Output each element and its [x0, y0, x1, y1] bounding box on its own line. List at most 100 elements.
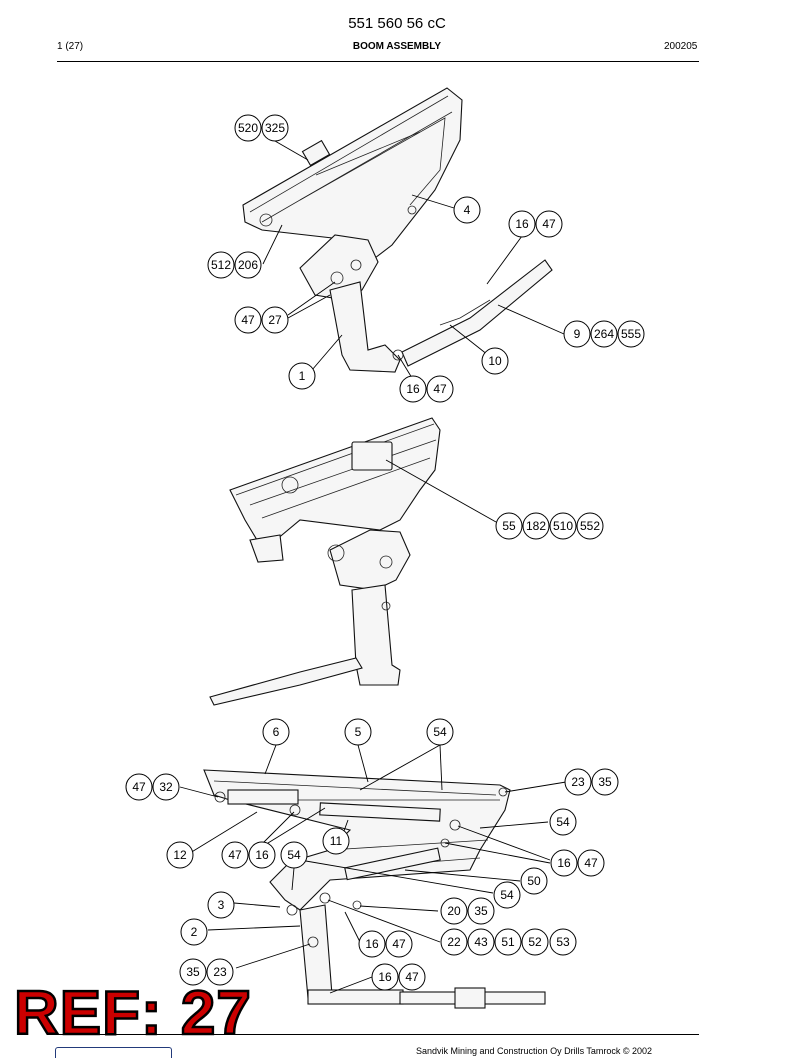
ref-stamp: REF: 27 — [13, 979, 252, 1048]
svg-text:2: 2 — [191, 925, 198, 939]
callout-555: 555 — [617, 320, 645, 348]
callout-16-e: 16 — [358, 930, 386, 958]
callout-325: 325 — [261, 114, 289, 142]
callouts-middle: 55 182 510 552 — [495, 512, 604, 540]
svg-text:4: 4 — [464, 203, 471, 217]
callout-11: 11 — [322, 827, 350, 855]
svg-text:16: 16 — [378, 970, 392, 984]
svg-text:52: 52 — [528, 935, 542, 949]
callout-20: 20 — [440, 897, 468, 925]
svg-text:22: 22 — [447, 935, 461, 949]
callout-16-d: 16 — [550, 849, 578, 877]
svg-text:35: 35 — [598, 775, 612, 789]
svg-text:43: 43 — [474, 935, 488, 949]
callout-22: 22 — [440, 928, 468, 956]
callout-47-d: 47 — [125, 773, 153, 801]
svg-text:16: 16 — [406, 382, 420, 396]
svg-text:6: 6 — [273, 725, 280, 739]
callout-47-e: 47 — [221, 841, 249, 869]
svg-text:47: 47 — [241, 313, 255, 327]
callout-47-b: 47 — [234, 306, 262, 334]
svg-text:47: 47 — [132, 780, 146, 794]
callout-16-b: 16 — [399, 375, 427, 403]
callout-206: 206 — [234, 251, 262, 279]
document-date: 200205 — [664, 41, 698, 52]
copyright-text: Sandvik Mining and Construction Oy Drill… — [416, 1046, 653, 1056]
callout-47-c: 47 — [426, 375, 454, 403]
svg-text:11: 11 — [330, 834, 343, 848]
callout-50: 50 — [520, 867, 548, 895]
page-reference: 1 (27) — [57, 41, 84, 52]
callout-54-c: 54 — [280, 841, 308, 869]
svg-text:182: 182 — [526, 519, 546, 533]
callout-182: 182 — [522, 512, 550, 540]
callout-16-f: 16 — [371, 963, 399, 991]
svg-text:206: 206 — [238, 258, 258, 272]
boom-view-bottom — [203, 769, 546, 1009]
svg-text:54: 54 — [556, 815, 570, 829]
svg-text:54: 54 — [433, 725, 447, 739]
callout-16-c: 16 — [248, 841, 276, 869]
svg-text:35: 35 — [186, 965, 200, 979]
callout-5: 5 — [344, 718, 372, 746]
callout-10: 10 — [481, 347, 509, 375]
callout-23-b: 23 — [206, 958, 234, 986]
svg-text:47: 47 — [542, 217, 556, 231]
callout-51: 51 — [494, 928, 522, 956]
boom-view-middle — [209, 417, 441, 706]
callout-23: 23 — [564, 768, 592, 796]
svg-text:55: 55 — [502, 519, 516, 533]
svg-text:35: 35 — [474, 904, 488, 918]
svg-text:20: 20 — [447, 904, 461, 918]
svg-text:47: 47 — [392, 937, 406, 951]
callout-520: 520 — [234, 114, 262, 142]
svg-text:32: 32 — [159, 780, 173, 794]
svg-text:325: 325 — [265, 121, 285, 135]
callouts-top: 520 325 4 16 47 512 206 47 27 9 264 555 … — [207, 114, 645, 403]
callout-6: 6 — [262, 718, 290, 746]
svg-text:23: 23 — [213, 965, 227, 979]
callout-16: 16 — [508, 210, 536, 238]
document-title: BOOM ASSEMBLY — [352, 41, 442, 52]
callout-3: 3 — [207, 891, 235, 919]
svg-text:54: 54 — [287, 848, 301, 862]
svg-text:47: 47 — [228, 848, 242, 862]
svg-text:16: 16 — [557, 856, 571, 870]
callout-35-c: 35 — [179, 958, 207, 986]
svg-text:552: 552 — [580, 519, 600, 533]
callout-4: 4 — [453, 196, 481, 224]
svg-text:510: 510 — [553, 519, 573, 533]
leader-lines — [179, 140, 567, 994]
svg-text:47: 47 — [584, 856, 598, 870]
boom-view-top — [242, 87, 553, 373]
svg-text:16: 16 — [365, 937, 379, 951]
callout-12: 12 — [166, 841, 194, 869]
callout-35-b: 35 — [467, 897, 495, 925]
svg-text:5: 5 — [355, 725, 362, 739]
svg-text:47: 47 — [433, 382, 447, 396]
callout-32: 32 — [152, 773, 180, 801]
svg-text:1: 1 — [299, 369, 306, 383]
callout-54-b: 54 — [549, 808, 577, 836]
callout-55: 55 — [495, 512, 523, 540]
callout-53: 53 — [549, 928, 577, 956]
callout-27: 27 — [261, 306, 289, 334]
callout-264: 264 — [590, 320, 618, 348]
svg-text:264: 264 — [594, 327, 614, 341]
svg-text:47: 47 — [405, 970, 419, 984]
footer-rule — [57, 1034, 699, 1035]
callout-47: 47 — [535, 210, 563, 238]
svg-text:50: 50 — [527, 874, 541, 888]
callout-510: 510 — [549, 512, 577, 540]
svg-text:520: 520 — [238, 121, 258, 135]
svg-text:10: 10 — [488, 354, 502, 368]
callout-54-d: 54 — [493, 881, 521, 909]
callouts-bottom: 6 5 54 23 35 47 32 54 11 12 47 16 54 16 … — [125, 718, 619, 991]
callout-512: 512 — [207, 251, 235, 279]
svg-text:27: 27 — [268, 313, 282, 327]
document-number: 551 560 56 cC — [348, 15, 446, 32]
svg-text:9: 9 — [574, 327, 581, 341]
svg-text:3: 3 — [218, 898, 225, 912]
callout-1: 1 — [288, 362, 316, 390]
